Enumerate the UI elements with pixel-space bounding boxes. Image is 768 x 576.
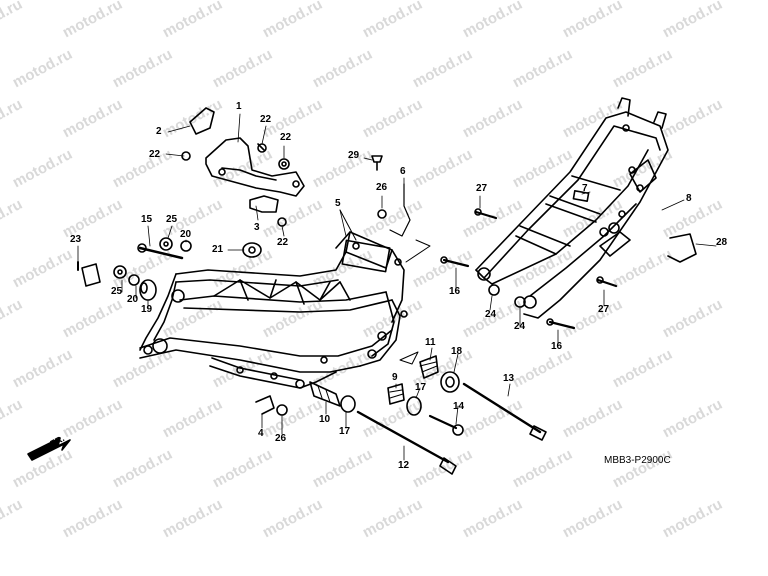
callout-6: 6: [400, 166, 406, 177]
callout-22b: 22: [280, 132, 292, 143]
main-frame: [139, 209, 431, 389]
rear-subframe: [475, 97, 669, 319]
callout-25b: 25: [111, 286, 123, 297]
callout-22d: 22: [277, 237, 289, 248]
callout-29: 29: [348, 150, 360, 161]
callout-22c: 22: [149, 149, 161, 160]
callout-1: 1: [236, 101, 242, 112]
diagram-code: MBB3-P2900C: [604, 455, 671, 466]
callout-24b: 24: [514, 321, 526, 332]
callout-8: 8: [686, 193, 692, 204]
callout-11: 11: [425, 337, 436, 348]
callout-16b: 16: [551, 341, 563, 352]
leader-lines: [77, 113, 717, 461]
callout-28: 28: [716, 237, 728, 248]
callout-18: 18: [451, 346, 463, 357]
callout-19: 19: [141, 304, 153, 315]
callout-26a: 26: [376, 182, 388, 193]
callout-15: 15: [141, 214, 153, 225]
callout-20a: 20: [180, 229, 192, 240]
callout-13: 13: [503, 373, 515, 384]
callout-10: 10: [319, 414, 331, 425]
callout-22a: 22: [260, 114, 272, 125]
callout-26b: 26: [275, 433, 287, 444]
upper-bracket: [189, 107, 305, 213]
callout-27b: 27: [598, 304, 610, 315]
callout-20b: 20: [127, 294, 139, 305]
callout-16a: 16: [449, 286, 461, 297]
callout-17a: 17: [415, 382, 427, 393]
callout-17b: 17: [339, 426, 351, 437]
callout-12: 12: [398, 460, 410, 471]
callout-9: 9: [392, 372, 398, 383]
callout-25a: 25: [166, 214, 178, 225]
callout-27a: 27: [476, 183, 488, 194]
callout-4: 4: [258, 428, 264, 439]
callout-24a: 24: [485, 309, 497, 320]
callout-3: 3: [254, 222, 260, 233]
callout-7: 7: [582, 183, 588, 194]
callout-5: 5: [335, 198, 341, 209]
callout-23: 23: [70, 234, 82, 245]
callout-21: 21: [212, 244, 224, 255]
hardware: [27, 143, 697, 475]
callout-14: 14: [453, 401, 465, 412]
callout-2: 2: [156, 126, 162, 137]
